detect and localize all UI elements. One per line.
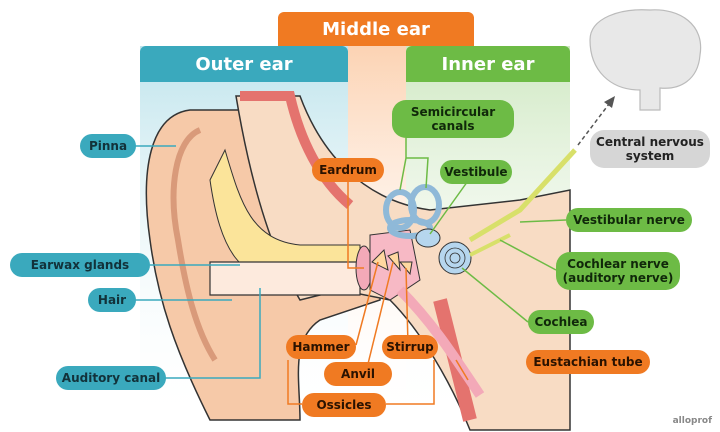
cochlear-nerve-shape [469, 233, 511, 257]
eustachian-tube-label: Eustachian tube [526, 350, 650, 374]
hammer-shape [371, 248, 389, 271]
central-nervous-system-label: Central nervous system [590, 130, 710, 168]
canal-loop-3 [387, 217, 433, 239]
muscle-top [240, 91, 354, 209]
pinna-fold [170, 127, 218, 362]
hair-label: Hair [88, 288, 136, 312]
watermark-logo: alloprof [672, 416, 712, 426]
eardrum-label: Eardrum [312, 158, 384, 182]
canal-shape [209, 261, 361, 296]
vestibule-shape [415, 228, 441, 248]
eustachian-tube-shape [396, 286, 485, 398]
earwax-glands-label: Earwax glands [10, 253, 150, 277]
cochlear-nerve-label: Cochlear nerve (auditory nerve) [556, 252, 680, 290]
vestibular-nerve-shape [468, 148, 577, 243]
inner-leader-lines [399, 138, 567, 323]
brain-icon [589, 9, 702, 111]
anvil-shape [387, 251, 401, 272]
inner-ear-header: Inner ear [406, 46, 570, 82]
cochlea-spiral-1 [444, 247, 466, 269]
hammer-label: Hammer [286, 335, 356, 359]
auditory-canal-label: Auditory canal [56, 366, 166, 390]
cochlea-spiral-2 [449, 252, 461, 264]
middle-ear-header: Middle ear [278, 12, 474, 46]
cochlea-shape [438, 241, 472, 275]
pinna-label: Pinna [80, 134, 136, 158]
cns-arrow [577, 99, 613, 146]
cochlea-label: Cochlea [528, 310, 594, 334]
middle-leader-lines [287, 180, 469, 405]
ossicles-label: Ossicles [302, 393, 386, 417]
cns-arrowhead [604, 96, 615, 108]
outer-leader-lines [120, 145, 261, 379]
vestibular-nerve-label: Vestibular nerve [566, 208, 692, 232]
vestibule-label: Vestibule [440, 160, 512, 184]
anvil-label: Anvil [324, 362, 392, 386]
semicircular-canals-label: Semicircular canals [392, 100, 514, 138]
stirrup-label: Stirrup [382, 335, 438, 359]
outer-ear-header: Outer ear [140, 46, 348, 82]
